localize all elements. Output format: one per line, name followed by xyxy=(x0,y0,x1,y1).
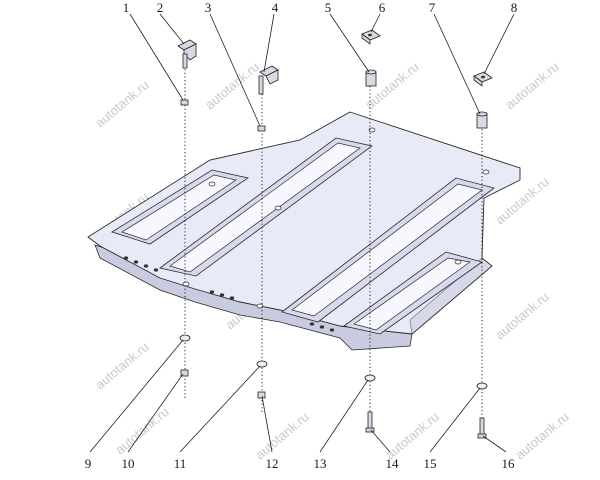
watermark: autotank.ru xyxy=(502,59,561,112)
skid-plate xyxy=(87,111,521,351)
leader-line xyxy=(482,435,507,453)
callout-number: 14 xyxy=(386,456,400,471)
callout-number: 15 xyxy=(424,456,437,471)
leader-line xyxy=(263,13,275,73)
callout-number: 8 xyxy=(511,0,518,15)
mounting-hole xyxy=(274,205,282,211)
vent-hole xyxy=(123,256,129,260)
bolt xyxy=(477,417,487,439)
leader-line xyxy=(370,13,381,33)
callout-number: 10 xyxy=(122,456,135,471)
washer xyxy=(364,374,376,382)
nut xyxy=(180,99,189,106)
callout-number: 16 xyxy=(502,456,516,471)
watermark: autotank.ru xyxy=(92,77,151,130)
leader-line xyxy=(370,429,391,453)
vent-hole xyxy=(319,325,325,329)
callout-number: 13 xyxy=(314,456,327,471)
vent-hole xyxy=(153,268,159,272)
leader-line xyxy=(483,13,515,75)
mounting-hole xyxy=(454,259,462,265)
callout-number: 6 xyxy=(379,0,386,15)
callout-labels: 1 2 3 4 5 6 7 8 9 10 11 12 13 14 15 16 xyxy=(85,0,518,471)
washer xyxy=(476,382,488,390)
watermark: autotank.ru xyxy=(512,409,571,462)
stiffening-rib-top xyxy=(291,183,483,317)
callout-number: 2 xyxy=(157,0,164,15)
watermark: autotank.ru xyxy=(112,404,171,457)
vent-hole-group xyxy=(123,256,335,332)
leader-line xyxy=(129,13,184,101)
mounting-hole xyxy=(482,169,490,175)
callout-number: 3 xyxy=(205,0,212,15)
vent-hole xyxy=(309,322,315,326)
vent-hole xyxy=(133,260,139,264)
leader-line xyxy=(179,365,261,453)
callout-number: 1 xyxy=(123,0,130,15)
stiffening-rib-top xyxy=(169,142,361,273)
nut xyxy=(257,125,266,132)
vent-hole xyxy=(229,296,235,300)
leader-line xyxy=(261,395,273,453)
vent-hole xyxy=(329,328,335,332)
watermark: autotank.ru xyxy=(252,409,311,462)
cage-nut xyxy=(361,29,381,45)
skid-plate-side-panel xyxy=(409,257,493,335)
leader-line xyxy=(429,387,481,453)
washer xyxy=(256,360,268,368)
vent-hole xyxy=(143,264,149,268)
stiffening-rib-top xyxy=(353,257,471,331)
watermark: autotank.ru xyxy=(382,409,441,462)
mounting-hole xyxy=(256,303,264,309)
callout-number: 7 xyxy=(429,0,436,15)
spacer-sleeve xyxy=(476,111,488,129)
upper-fasteners xyxy=(177,29,493,132)
fastener-axes xyxy=(184,62,483,432)
leader-line xyxy=(127,373,184,453)
leader-line xyxy=(89,339,184,453)
bracket-bolt xyxy=(258,65,279,95)
mounting-hole xyxy=(208,181,216,187)
callout-number: 5 xyxy=(325,0,332,15)
callout-number: 9 xyxy=(85,456,92,471)
leader-line xyxy=(319,379,369,453)
leader-lines xyxy=(89,13,515,453)
cage-nut xyxy=(473,71,493,87)
spacer-sleeve xyxy=(365,69,377,87)
callout-number: 11 xyxy=(174,456,187,471)
bracket-clip xyxy=(177,39,197,69)
leader-line xyxy=(433,13,481,115)
mounting-hole xyxy=(182,281,190,287)
leader-line xyxy=(159,13,185,45)
bolt-head xyxy=(257,391,266,399)
watermark: autotank.ru xyxy=(92,339,151,392)
leader-line xyxy=(209,13,261,127)
washer xyxy=(179,334,191,342)
bolt-head xyxy=(180,369,189,377)
watermark: autotank.ru xyxy=(202,59,261,112)
lower-fasteners xyxy=(179,334,488,439)
vent-hole xyxy=(209,290,215,294)
watermark: autotank.ru xyxy=(492,289,551,342)
callout-number: 4 xyxy=(272,0,279,15)
stiffening-rib-top xyxy=(121,174,237,241)
leader-line xyxy=(329,13,370,73)
mounting-hole xyxy=(368,127,376,133)
vent-hole xyxy=(219,293,225,297)
bolt xyxy=(365,411,375,433)
callout-number: 12 xyxy=(266,456,279,471)
